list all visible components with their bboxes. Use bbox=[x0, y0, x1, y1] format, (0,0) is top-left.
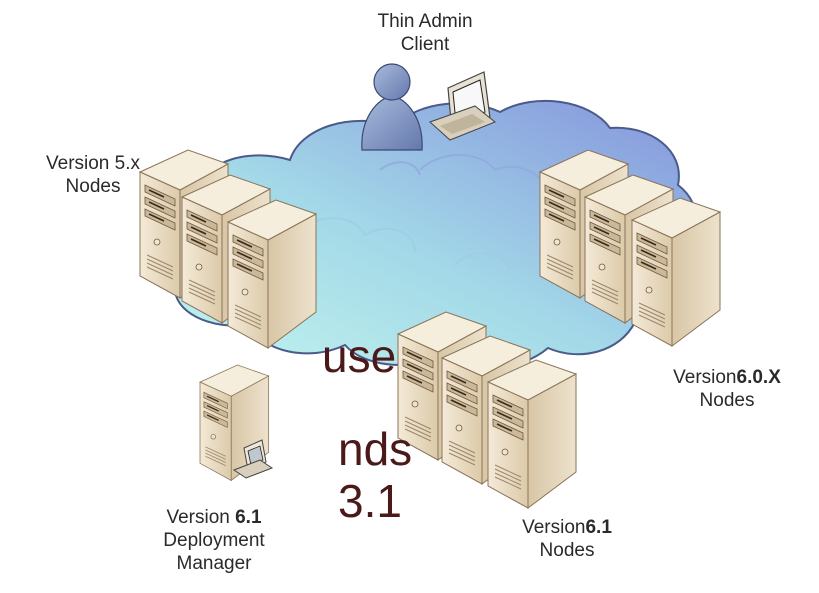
server-tower-icon bbox=[631, 197, 721, 347]
label-version: 6.1 bbox=[235, 507, 262, 528]
label-v61-deployment-manager: Version 6.1 Deployment Manager bbox=[134, 506, 294, 575]
label-prefix: Version bbox=[166, 507, 236, 528]
label-v5x-nodes: Version 5.x Nodes bbox=[18, 152, 168, 198]
label-line: Version6.1 bbox=[492, 516, 642, 539]
label-line: Deployment bbox=[163, 530, 265, 551]
label-line: Nodes bbox=[65, 176, 121, 197]
workstation-icon bbox=[232, 439, 274, 479]
laptop-icon bbox=[429, 71, 496, 141]
label-line: Nodes bbox=[539, 540, 595, 561]
user-icon bbox=[361, 63, 423, 151]
label-line: Client bbox=[400, 34, 450, 55]
label-line: Version 5.x bbox=[46, 153, 140, 174]
label-v60x-nodes: Version6.0.X Nodes bbox=[642, 366, 812, 412]
label-v61-nodes: Version6.1 Nodes bbox=[492, 516, 642, 562]
server-tower-icon bbox=[487, 359, 577, 509]
label-prefix: Version bbox=[673, 367, 737, 388]
label-line: Thin Admin bbox=[377, 11, 473, 32]
slide-text-fragment-1: use bbox=[322, 330, 397, 382]
deployment-manager bbox=[199, 364, 274, 482]
label-thin-admin-client: Thin Admin Client bbox=[350, 10, 500, 56]
label-line: Nodes bbox=[699, 390, 755, 411]
label-version: 6.1 bbox=[585, 517, 612, 538]
label-line: Manager bbox=[176, 553, 252, 574]
label-line: Version6.0.X bbox=[642, 366, 812, 389]
label-prefix: Version bbox=[522, 517, 586, 538]
label-line: Version 6.1 bbox=[134, 506, 294, 529]
label-version: 6.0.X bbox=[736, 367, 781, 388]
slide-text-fragment-3: 3.1 bbox=[338, 475, 402, 527]
slide-text-fragment-2: nds bbox=[338, 423, 413, 475]
